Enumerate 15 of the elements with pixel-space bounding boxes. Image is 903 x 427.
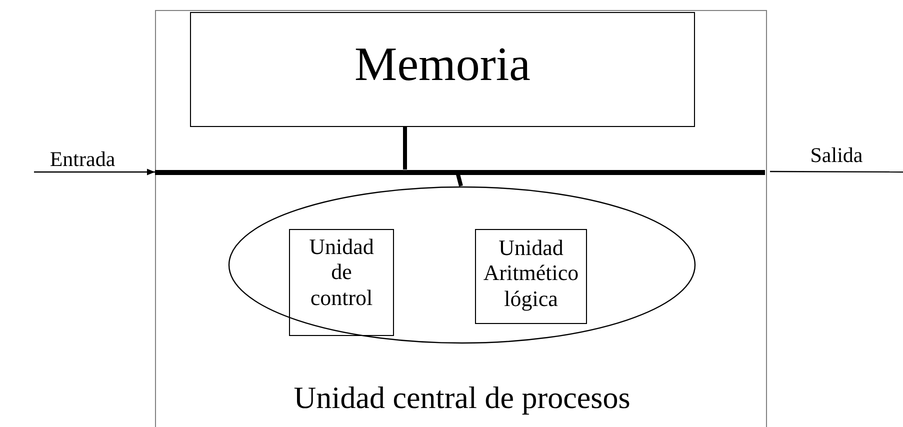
output-label: Salida <box>809 143 864 169</box>
arrow <box>34 168 155 176</box>
input-label: Entrada <box>48 147 116 172</box>
cpu-frame <box>155 10 767 427</box>
alu-box <box>475 229 587 324</box>
memory-box <box>190 12 695 127</box>
box-label: Unidad de control <box>308 234 375 310</box>
unit-label: Unidad central de procesos <box>292 380 632 416</box>
connector-line <box>403 127 407 170</box>
data-bus <box>155 170 765 174</box>
box-label: Memoria <box>354 37 532 92</box>
connector-line <box>456 174 463 186</box>
connector-line <box>770 170 903 173</box>
box-label: Unidad Aritmético lógica <box>482 235 580 311</box>
control-unit-box <box>289 229 394 336</box>
